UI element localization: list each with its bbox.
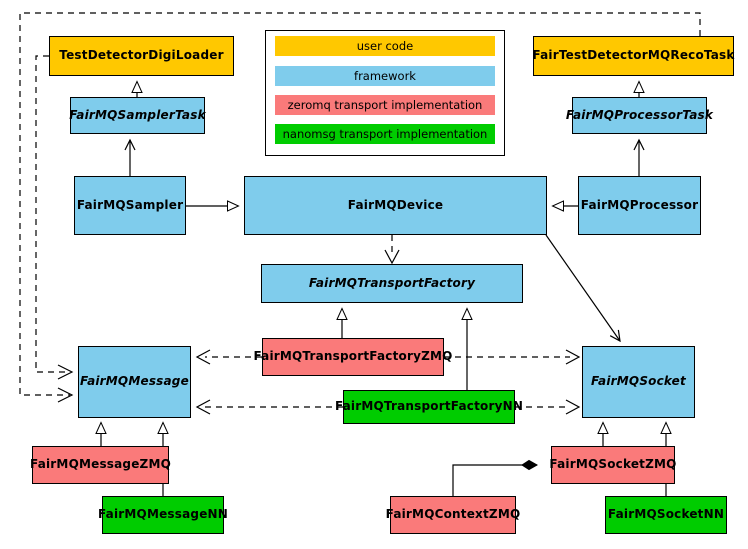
legend-item-framework: framework [275,66,495,86]
class-label-fairmq-sampler-task: FairMQSamplerTask [69,107,206,122]
class-node-fairmq-socket-nn[interactable]: FairMQSocketNN [605,496,727,534]
class-label-fairmq-message: FairMQMessage [80,374,189,389]
legend-item-user-code: user code [275,36,495,56]
legend-item-zeromq: zeromq transport implementation [275,95,495,115]
dependency-outer-frame-arrowheads [57,364,74,403]
class-node-fairmq-transport-factory[interactable]: FairMQTransportFactory [261,264,523,303]
class-node-fairmq-context-zmq[interactable]: FairMQContextZMQ [386,496,520,534]
class-label-fairmq-device: FairMQDevice [347,197,444,212]
class-label-fairmq-context-zmq: FairMQContextZMQ [385,507,521,522]
legend-label-nanomsg: nanomsg transport implementation [282,127,488,141]
class-node-fairtestdetector-mqrecotask[interactable]: FairTestDetectorMQRecoTask [532,36,735,76]
class-node-fairmq-device[interactable]: FairMQDevice [244,176,547,235]
class-label-fairmq-transport-factory-zmq: FairMQTransportFactoryZMQ [253,349,453,364]
class-label-fairtestdetector-mqrecotask: FairTestDetectorMQRecoTask [532,48,735,63]
class-node-fairmq-socket-zmq[interactable]: FairMQSocketZMQ [549,446,677,484]
association-device-socket [545,234,621,343]
legend-label-framework: framework [354,69,416,83]
class-label-fairmq-transport-factory-nn: FairMQTransportFactoryNN [334,399,524,414]
class-label-fairmq-socket-nn: FairMQSocketNN [607,507,725,522]
class-label-fairmq-message-nn: FairMQMessageNN [97,507,229,522]
class-node-test-detector-digi-loader[interactable]: TestDetectorDigiLoader [49,36,234,76]
class-label-fairmq-sampler: FairMQSampler [76,197,184,212]
class-label-fairmq-processor-task: FairMQProcessorTask [565,107,714,122]
legend-item-nanomsg: nanomsg transport implementation [275,124,495,144]
class-node-fairmq-transport-factory-nn[interactable]: FairMQTransportFactoryNN [335,390,523,424]
class-node-fairmq-sampler-task[interactable]: FairMQSamplerTask [69,97,206,134]
class-label-fairmq-socket: FairMQSocket [591,374,686,389]
class-node-fairmq-message-zmq[interactable]: FairMQMessageZMQ [30,446,172,484]
class-node-fairmq-processor-task[interactable]: FairMQProcessorTask [566,97,713,134]
dependency-transportfactorynn-socket-arrowhead [565,399,581,415]
dependency-transportfactoryzmq-socket-arrowhead [565,349,581,365]
legend-label-user-code: user code [356,39,414,53]
legend-label-zeromq: zeromq transport implementation [287,98,483,112]
class-node-fairmq-processor[interactable]: FairMQProcessor [578,176,701,235]
dependency-outer-frame [19,12,701,396]
dependency-device-transportfactory-arrowhead [384,249,400,265]
class-label-fairmq-transport-factory: FairMQTransportFactory [308,275,476,290]
class-node-fairmq-message[interactable]: FairMQMessage [78,346,191,418]
class-label-fairmq-processor: FairMQProcessor [580,197,699,212]
class-label-fairmq-message-zmq: FairMQMessageZMQ [30,457,172,472]
class-node-fairmq-transport-factory-zmq[interactable]: FairMQTransportFactoryZMQ [253,338,452,376]
class-node-fairmq-sampler[interactable]: FairMQSampler [74,176,186,235]
composition-contextzmq-socketzmq [452,459,539,496]
class-node-fairmq-message-nn[interactable]: FairMQMessageNN [98,496,228,534]
dependency-transportfactoryzmq-message-arrowhead [195,349,211,365]
class-label-test-detector-digi-loader: TestDetectorDigiLoader [59,48,224,63]
dependency-transportfactorynn-message-arrowhead [195,399,211,415]
class-label-fairmq-socket-zmq: FairMQSocketZMQ [549,457,677,472]
class-node-fairmq-socket[interactable]: FairMQSocket [582,346,695,418]
